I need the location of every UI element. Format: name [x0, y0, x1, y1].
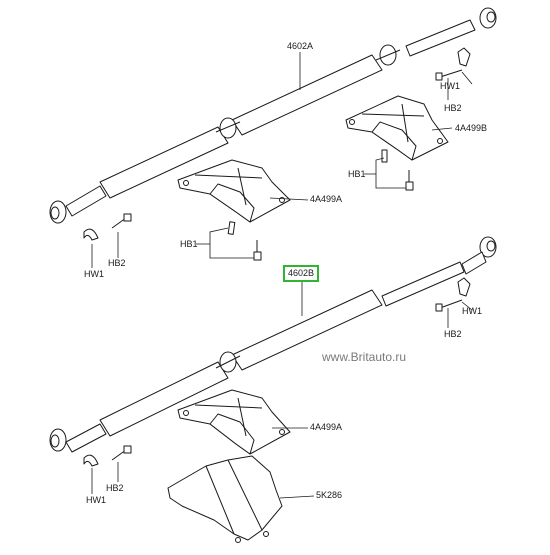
bracket-4a499b — [345, 95, 449, 161]
heat-shield-5k286 — [167, 455, 283, 543]
label-shaft-4602a: 4602A — [287, 41, 314, 51]
propshaft-4602a — [49, 7, 497, 224]
label-bracket-4a499b: 4A499B — [455, 123, 488, 133]
label-hw1-upper-left: HW1 — [84, 269, 104, 279]
label-hb2-upper-left: HB2 — [108, 258, 126, 268]
propshaft-4602b — [49, 236, 497, 453]
label-hw1-lower-right: HW1 — [462, 306, 482, 316]
label-hw1-lower-left: HW1 — [86, 495, 106, 505]
bolts-lower — [83, 277, 471, 467]
label-shaft-4602b-highlighted[interactable]: 4602B — [283, 265, 320, 282]
watermark: www.Britauto.ru — [322, 350, 407, 364]
label-hb2-lower-left: HB2 — [106, 483, 124, 493]
bolts-upper — [83, 47, 471, 261]
label-hb2-lower-right: HB2 — [444, 329, 462, 339]
label-hw1-upper-right: HW1 — [440, 81, 460, 91]
bracket-4a499a-upper — [177, 159, 291, 223]
label-heat-shield-5k286: 5K286 — [316, 490, 343, 500]
label-hb1-upper-left: HB1 — [180, 239, 198, 249]
bracket-4a499a-lower — [177, 389, 291, 455]
label-bracket-4a499a-lower: 4A499A — [310, 422, 343, 432]
label-bracket-4a499a-upper: 4A499A — [310, 194, 343, 204]
label-hb2-upper-right: HB2 — [444, 103, 462, 113]
label-hb1-upper-right: HB1 — [348, 169, 366, 179]
leader-lines — [91, 52, 473, 499]
